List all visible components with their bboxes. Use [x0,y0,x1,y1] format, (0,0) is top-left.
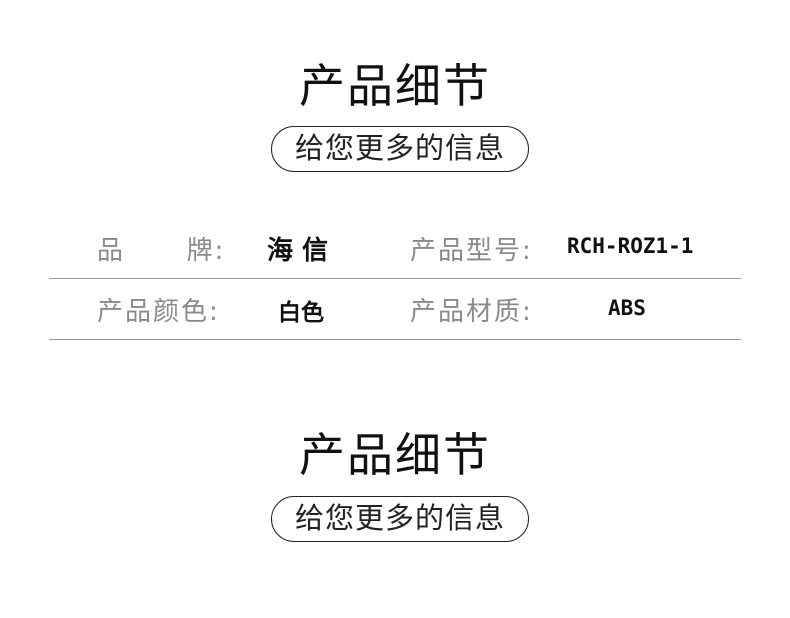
section-title-2: 产品细节 [299,428,491,482]
spec-row-2: 产品颜色: 白色 产品材质: ABS [49,279,741,340]
spec-row-1: 品 牌: 海 信 产品型号: RCH-ROZ1-1 [49,218,741,279]
section-title: 产品细节 [299,59,491,113]
model-value: RCH-ROZ1-1 [567,234,694,258]
material-label: 产品材质: [410,297,533,327]
color-label: 产品颜色: [97,297,220,327]
brand-label: 品 牌: [97,236,226,266]
section-subtitle-pill: 给您更多的信息 [271,126,529,172]
material-value: ABS [608,296,646,320]
spec-table: 品 牌: 海 信 产品型号: RCH-ROZ1-1 产品颜色: 白色 产品材质:… [49,218,741,340]
color-value: 白色 [278,300,324,326]
brand-value: 海 信 [267,236,329,266]
section-subtitle-pill-2: 给您更多的信息 [271,496,529,542]
model-label: 产品型号: [410,236,533,266]
